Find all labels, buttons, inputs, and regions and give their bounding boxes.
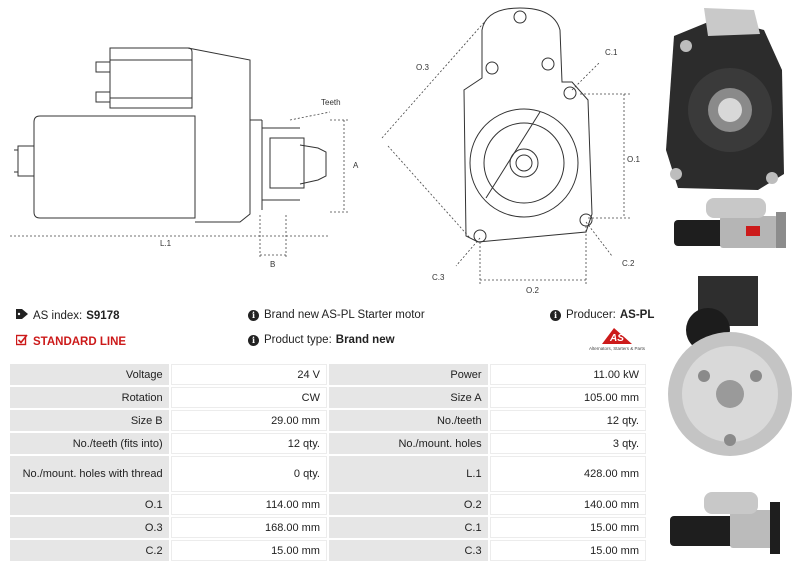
info-icon: i [248,334,259,346]
info-icon: i [248,309,259,321]
spec-value: 3 qty. [489,433,646,454]
spec-value: 12 qty. [170,433,327,454]
as-index-label: AS index: [33,309,83,322]
description: i Brand new AS-PL Starter motor [248,309,425,321]
spec-key: O.3 [10,517,169,538]
spec-key: C.2 [10,540,169,561]
info-icon: i [550,309,561,321]
spec-key: Size B [10,410,169,431]
spec-key: O.2 [328,494,488,515]
spec-value: CW [170,387,327,408]
standard-line: STANDARD LINE [15,334,127,349]
spec-value: 29.00 mm [170,410,327,431]
product-photos [660,0,800,569]
spec-key: Voltage [10,364,169,385]
spec-key: No./teeth (fits into) [10,433,169,454]
spec-value: 15.00 mm [489,517,646,538]
label-l1: L.1 [160,239,172,248]
as-pl-logo: AS Alternators, Starters & Parts [586,326,648,356]
spec-value: 428.00 mm [489,456,646,492]
spec-key: L.1 [328,456,488,492]
producer-label: Producer: [566,309,616,321]
label-c2: C.2 [622,259,635,268]
spec-key: No./teeth [328,410,488,431]
label-c3: C.3 [432,273,445,282]
description-text: Brand new AS-PL Starter motor [264,309,425,321]
spec-row: No./teeth (fits into)12 qty.No./mount. h… [10,433,646,454]
spec-value: 15.00 mm [489,540,646,561]
spec-value: 114.00 mm [170,494,327,515]
spec-key: No./mount. holes with thread [10,456,169,492]
as-index-value: S9178 [86,309,120,322]
label-o1: O.1 [627,155,640,164]
label-o2: O.2 [526,286,539,295]
label-o3: O.3 [416,63,429,72]
rear-photo [668,276,792,456]
spec-key: Rotation [10,387,169,408]
product-type-value: Brand new [335,334,395,346]
product-type: i Product type: Brand new [248,334,395,346]
side-photo [674,198,786,248]
spec-key: O.1 [10,494,169,515]
technical-drawing: Teeth A L.1 B O.3 C.1 O.1 C.3 C.2 O.2 [0,0,660,300]
spec-value: 12 qty. [489,410,646,431]
label-c1: C.1 [605,48,618,57]
spec-key: C.1 [328,517,488,538]
producer-value: AS-PL [619,309,655,321]
spec-value: 140.00 mm [489,494,646,515]
side-photo-2 [670,492,780,554]
as-index: AS index: S9178 [16,309,120,322]
spec-value: 0 qty. [170,456,327,492]
spec-key: No./mount. holes [328,433,488,454]
spec-value: 105.00 mm [489,387,646,408]
spec-key: Power [328,364,488,385]
product-type-label: Product type: [264,334,332,346]
label-a: A [353,161,359,170]
spec-value: 15.00 mm [170,540,327,561]
front-photo [666,8,784,190]
tag-icon [16,309,28,322]
spec-value: 11.00 kW [489,364,646,385]
spec-value: 24 V [170,364,327,385]
label-teeth: Teeth [321,98,341,107]
check-square-icon [15,334,28,349]
spec-value: 168.00 mm [170,517,327,538]
producer: i Producer: AS-PL [550,309,654,321]
label-b: B [270,260,275,269]
logo-tagline: Alternators, Starters & Parts [588,346,646,351]
spec-key: Size A [328,387,488,408]
spec-key: C.3 [328,540,488,561]
standard-line-text: STANDARD LINE [33,335,127,348]
logo-mark: AS [609,333,624,344]
